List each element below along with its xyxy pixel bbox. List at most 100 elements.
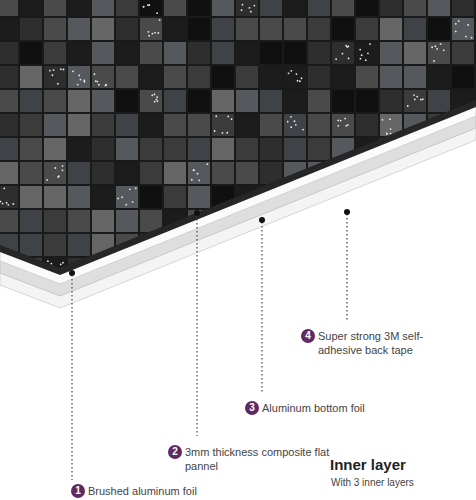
glitter-dot	[446, 252, 448, 254]
mosaic-tile	[236, 282, 258, 304]
mosaic-tile	[188, 234, 210, 256]
mosaic-tile	[356, 18, 378, 40]
mosaic-tile	[140, 138, 162, 160]
glitter-dot	[411, 251, 413, 253]
mosaic-tile	[332, 162, 354, 184]
mosaic-tile	[116, 66, 138, 88]
mosaic-tile	[260, 0, 282, 16]
mosaic-tile	[44, 258, 66, 280]
glitter-dot	[433, 60, 435, 62]
glitter-dot	[288, 72, 290, 74]
glitter-dot	[254, 246, 256, 248]
glitter-dot	[458, 20, 460, 22]
glitter-dot	[288, 228, 290, 230]
glitter-dot	[419, 248, 421, 250]
leader-lines	[72, 214, 347, 480]
mosaic-tile	[164, 234, 186, 256]
mosaic-tile	[164, 210, 186, 232]
mosaic-tile	[308, 234, 330, 256]
glitter-dot	[344, 118, 346, 120]
mosaic-tile	[44, 114, 66, 136]
glitter-dot	[264, 298, 266, 300]
glitter-dot	[290, 116, 292, 118]
glitter-dot	[386, 132, 388, 134]
glitter-dot	[434, 45, 436, 47]
mosaic-tile	[140, 258, 162, 280]
glitter-dot	[63, 69, 65, 71]
mosaic-tile	[428, 234, 450, 256]
glitter-dot	[407, 105, 409, 107]
glitter-dot	[455, 31, 457, 33]
mosaic-tile	[284, 66, 306, 88]
mosaic-tile	[356, 66, 378, 88]
mosaic-tile	[0, 18, 18, 40]
mosaic-tile	[356, 114, 378, 136]
mosaic-tile	[404, 282, 426, 304]
mosaic-tile	[236, 66, 258, 88]
mosaic-tile	[356, 138, 378, 160]
glitter-dot	[98, 84, 100, 86]
glitter-dot	[215, 115, 217, 117]
glitter-dot	[394, 165, 396, 167]
mosaic-tile	[68, 162, 90, 184]
mosaic-tile	[68, 90, 90, 112]
glitter-dot	[11, 297, 13, 299]
glitter-dot	[294, 120, 296, 122]
glitter-dot	[154, 101, 156, 103]
mosaic-tile	[308, 90, 330, 112]
mosaic-tile	[260, 258, 282, 280]
mosaic-tile	[188, 18, 210, 40]
glitter-dot	[414, 98, 416, 100]
glitter-dot	[413, 167, 415, 169]
glitter-dot	[342, 175, 344, 177]
glitter-dot	[58, 175, 60, 177]
mosaic-tile	[236, 258, 258, 280]
glitter-dot	[57, 176, 59, 178]
mosaic-tile	[20, 42, 42, 64]
glitter-dot	[286, 215, 288, 217]
glitter-dot	[467, 24, 469, 26]
mosaic-tile	[380, 0, 402, 16]
mosaic-tile	[116, 0, 138, 16]
glitter-dot	[290, 70, 292, 72]
mosaic-tile	[284, 234, 306, 256]
glitter-dot	[154, 94, 156, 96]
glitter-dot	[0, 290, 1, 292]
mosaic-tile	[212, 162, 234, 184]
glitter-dot	[6, 202, 8, 204]
glitter-dot	[447, 288, 449, 290]
mosaic-tile	[140, 90, 162, 112]
glitter-dot	[301, 77, 303, 79]
glitter-dot	[129, 188, 131, 190]
glitter-dot	[157, 100, 159, 102]
glitter-dot	[445, 243, 447, 245]
mosaic-tile	[332, 42, 354, 64]
mosaic-tile	[44, 138, 66, 160]
glitter-dot	[285, 217, 287, 219]
mosaic-tile	[332, 210, 354, 232]
mosaic-tile	[116, 186, 138, 208]
glitter-dot	[222, 132, 224, 134]
glitter-dot	[157, 32, 159, 34]
glitter-dot	[193, 169, 195, 171]
callout-number: 2	[168, 445, 182, 459]
mosaic-tile	[308, 18, 330, 40]
glitter-dot	[49, 70, 51, 72]
mosaic-tile	[116, 282, 138, 304]
mosaic-tile	[164, 138, 186, 160]
glitter-dot	[412, 177, 414, 179]
mosaic-tile	[140, 18, 162, 40]
mosaic-tile	[20, 282, 42, 304]
mosaic-tile	[0, 210, 18, 232]
glitter-dot	[197, 173, 199, 175]
glitter-dot	[147, 31, 149, 33]
mosaic-tile	[20, 138, 42, 160]
mosaic-tile	[356, 282, 378, 304]
glitter-dot	[154, 32, 156, 34]
mosaic-tile	[260, 162, 282, 184]
mosaic-tile	[404, 0, 426, 16]
mosaic-tile	[20, 18, 42, 40]
mosaic-tile	[356, 210, 378, 232]
mosaic-tile	[428, 90, 450, 112]
mosaic-tile	[44, 210, 66, 232]
